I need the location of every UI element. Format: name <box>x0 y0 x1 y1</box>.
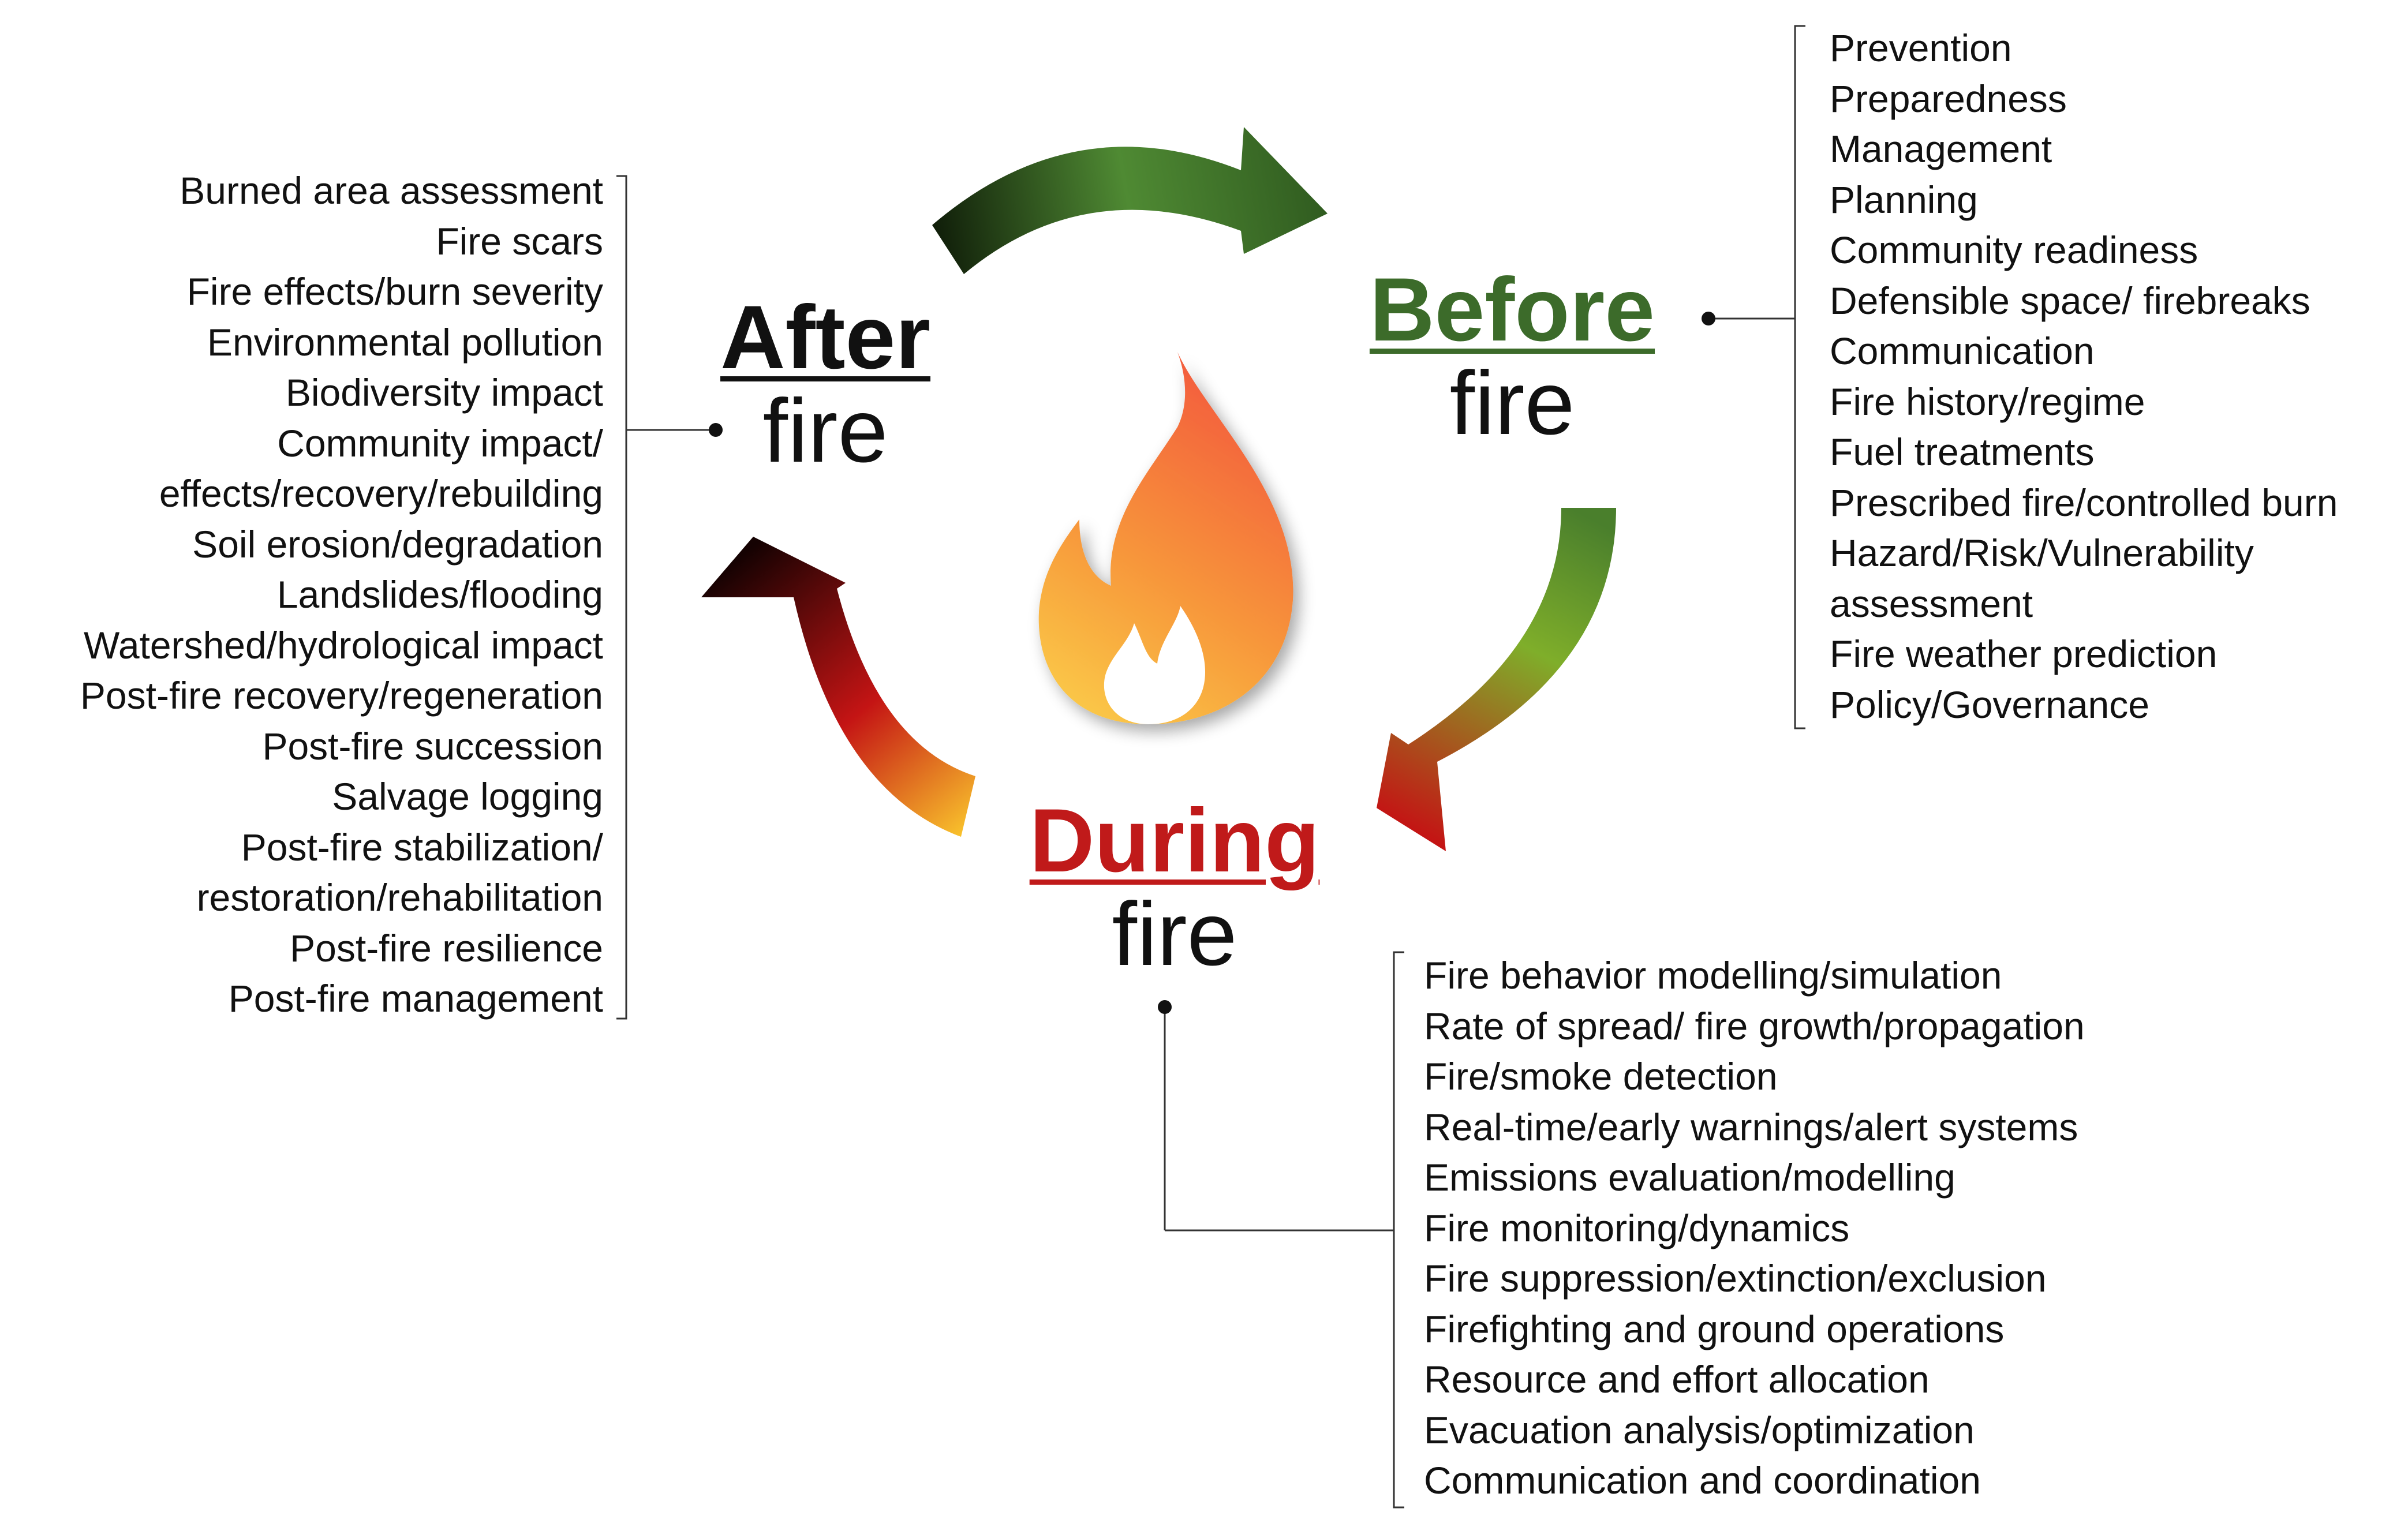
list-item: Watershed/hydrological impact <box>84 623 603 667</box>
list-item: Defensible space/ firebreaks <box>1830 279 2310 322</box>
list-item: Community readiness <box>1830 229 2198 271</box>
list-item: Prescribed fire/controlled burn <box>1830 481 2338 524</box>
list-item: Post-fire stabilization/ <box>241 825 603 869</box>
before-connector-dot <box>1702 312 1715 325</box>
phase-after-subtitle: fire <box>762 381 888 481</box>
after-fire-topic-list: Burned area assessment Fire scars Fire e… <box>80 166 603 1024</box>
list-item: assessment <box>1830 582 2033 625</box>
list-item: Post-fire resilience <box>290 926 603 970</box>
phase-after-title: After <box>720 287 931 388</box>
list-item: Landslides/flooding <box>276 573 603 616</box>
list-item: Fire suppression/extinction/exclusion <box>1424 1257 2047 1300</box>
list-item: Hazard/Risk/Vulnerability <box>1830 532 2254 574</box>
before-fire-topic-list: Prevention Preparedness Management Plann… <box>1830 23 2338 730</box>
phase-during-label: During fire <box>1013 795 1336 982</box>
list-item: Fire history/regime <box>1830 380 2145 423</box>
after-connector-dot <box>709 423 723 437</box>
list-item: Post-fire succession <box>262 724 603 768</box>
before-bracket <box>1708 25 1805 729</box>
list-item: Fire scars <box>436 219 603 263</box>
list-item: Rate of spread/ fire growth/propagation <box>1424 1004 2085 1047</box>
list-item: Communication <box>1830 330 2095 372</box>
list-item: Prevention <box>1830 27 2012 69</box>
list-item: Environmental pollution <box>207 320 603 364</box>
during-bracket <box>1164 951 1404 1509</box>
list-item: Fire weather prediction <box>1830 632 2218 675</box>
phase-before-title: Before <box>1369 260 1655 360</box>
list-item: Fire/smoke detection <box>1424 1055 1778 1098</box>
list-item: Management <box>1830 128 2052 170</box>
list-item: Firefighting and ground operations <box>1424 1307 2005 1350</box>
list-item: Resource and effort allocation <box>1424 1358 1930 1401</box>
list-item: Real-time/early warnings/alert systems <box>1424 1105 2078 1148</box>
list-item: Preparedness <box>1830 77 2067 120</box>
list-item: Biodiversity impact <box>285 371 603 414</box>
phase-after-label: After fire <box>704 291 947 479</box>
list-item: Fuel treatments <box>1830 431 2095 473</box>
list-item: Communication and coordination <box>1424 1459 1981 1502</box>
list-item: Policy/Governance <box>1830 683 2149 726</box>
list-item: Emissions evaluation/modelling <box>1424 1156 1955 1199</box>
arrow-after-to-before <box>932 127 1328 274</box>
list-item: restoration/rehabilitation <box>196 876 603 919</box>
list-item: Planning <box>1830 178 1978 221</box>
phase-during-title: During <box>1029 791 1320 891</box>
during-fire-topic-list: Fire behavior modelling/simulation Rate … <box>1424 950 2085 1506</box>
fire-icon <box>1038 352 1293 724</box>
list-item: Community impact/ <box>277 421 603 465</box>
list-item: Post-fire management <box>228 977 603 1020</box>
phase-before-label: Before fire <box>1345 264 1680 451</box>
phase-during-subtitle: fire <box>1112 884 1237 985</box>
arrow-before-to-during <box>1377 508 1616 851</box>
list-item: Fire behavior modelling/simulation <box>1424 954 2002 997</box>
list-item: Post-fire recovery/regeneration <box>80 674 603 717</box>
list-item: effects/recovery/rebuilding <box>159 472 603 515</box>
phase-before-subtitle: fire <box>1449 353 1575 454</box>
list-item: Fire effects/burn severity <box>186 270 603 313</box>
arrow-during-to-after <box>701 537 975 837</box>
during-connector-dot <box>1158 1000 1172 1014</box>
list-item: Salvage logging <box>332 775 603 818</box>
list-item: Evacuation analysis/optimization <box>1424 1408 1975 1451</box>
list-item: Burned area assessment <box>180 169 603 212</box>
list-item: Soil erosion/degradation <box>192 522 603 566</box>
after-bracket <box>616 175 713 1020</box>
list-item: Fire monitoring/dynamics <box>1424 1206 1850 1249</box>
